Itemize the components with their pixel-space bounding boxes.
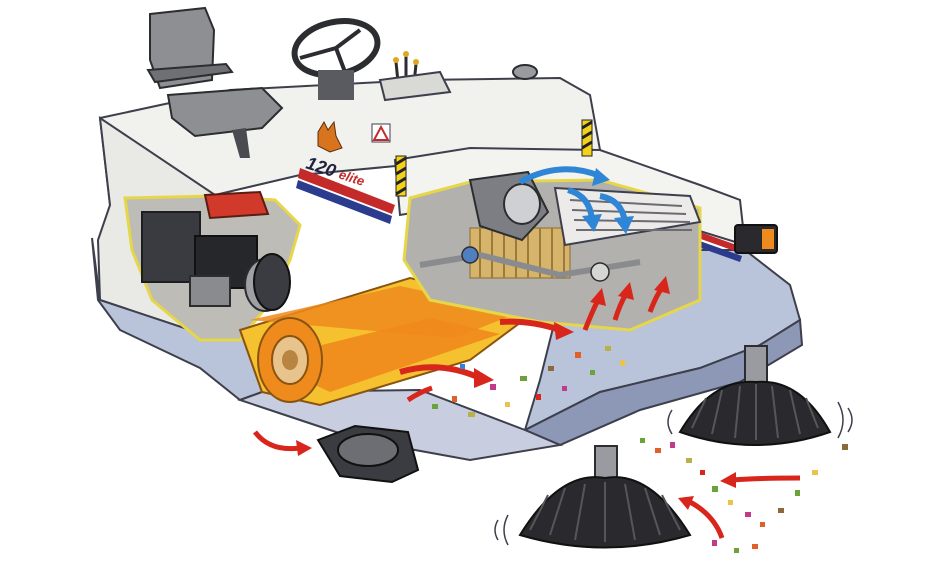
warning-light xyxy=(734,224,778,254)
side-brush-front xyxy=(518,445,692,549)
debris-particles xyxy=(432,346,848,553)
side-brush-rear xyxy=(678,345,832,446)
fox-logo-icon xyxy=(317,120,343,153)
front-wheel xyxy=(316,424,420,484)
body-stripes xyxy=(296,168,745,262)
motion-lines xyxy=(494,401,853,546)
debris-flow-arrows xyxy=(253,276,801,539)
rear-tire xyxy=(253,253,291,311)
hazard-posts xyxy=(395,119,593,197)
air-flow-arrows xyxy=(518,166,634,234)
beacon-light xyxy=(512,64,538,80)
control-levers xyxy=(378,51,452,102)
warning-triangle-icon xyxy=(371,123,391,143)
steering-wheel-icon xyxy=(291,18,381,100)
driver-seat-icon xyxy=(146,6,284,158)
